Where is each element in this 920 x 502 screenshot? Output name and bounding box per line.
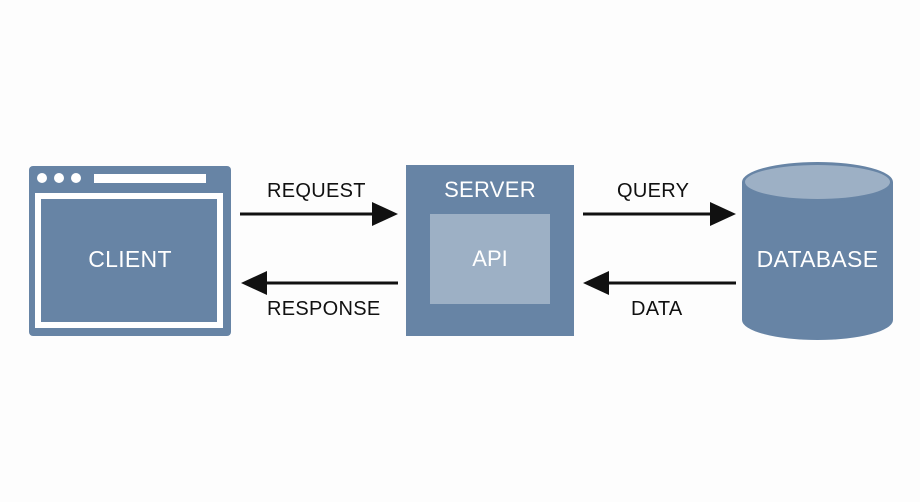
database-node: DATABASE — [742, 162, 893, 340]
browser-viewport — [35, 193, 223, 328]
client-node: CLIENT — [29, 166, 231, 336]
query-arrow-icon — [583, 202, 736, 226]
window-dot-icon — [54, 173, 64, 183]
api-label: API — [472, 246, 508, 271]
database-label: DATABASE — [756, 246, 879, 272]
response-arrow-icon — [241, 271, 398, 295]
request-arrow-icon — [240, 202, 398, 226]
server-node: SERVER API — [406, 165, 574, 336]
client-label: CLIENT — [88, 246, 172, 272]
request-label: REQUEST — [267, 180, 366, 202]
database-cylinder-top — [742, 162, 893, 202]
api-box: API — [430, 214, 550, 304]
window-dot-icon — [71, 173, 81, 183]
server-label: SERVER — [444, 177, 536, 202]
query-label: QUERY — [617, 180, 690, 202]
database-cylinder-body — [742, 182, 893, 320]
data-arrow-icon — [583, 271, 736, 295]
response-label: RESPONSE — [267, 298, 381, 320]
window-dot-icon — [37, 173, 47, 183]
data-label: DATA — [631, 298, 683, 320]
address-bar-icon — [94, 174, 206, 183]
